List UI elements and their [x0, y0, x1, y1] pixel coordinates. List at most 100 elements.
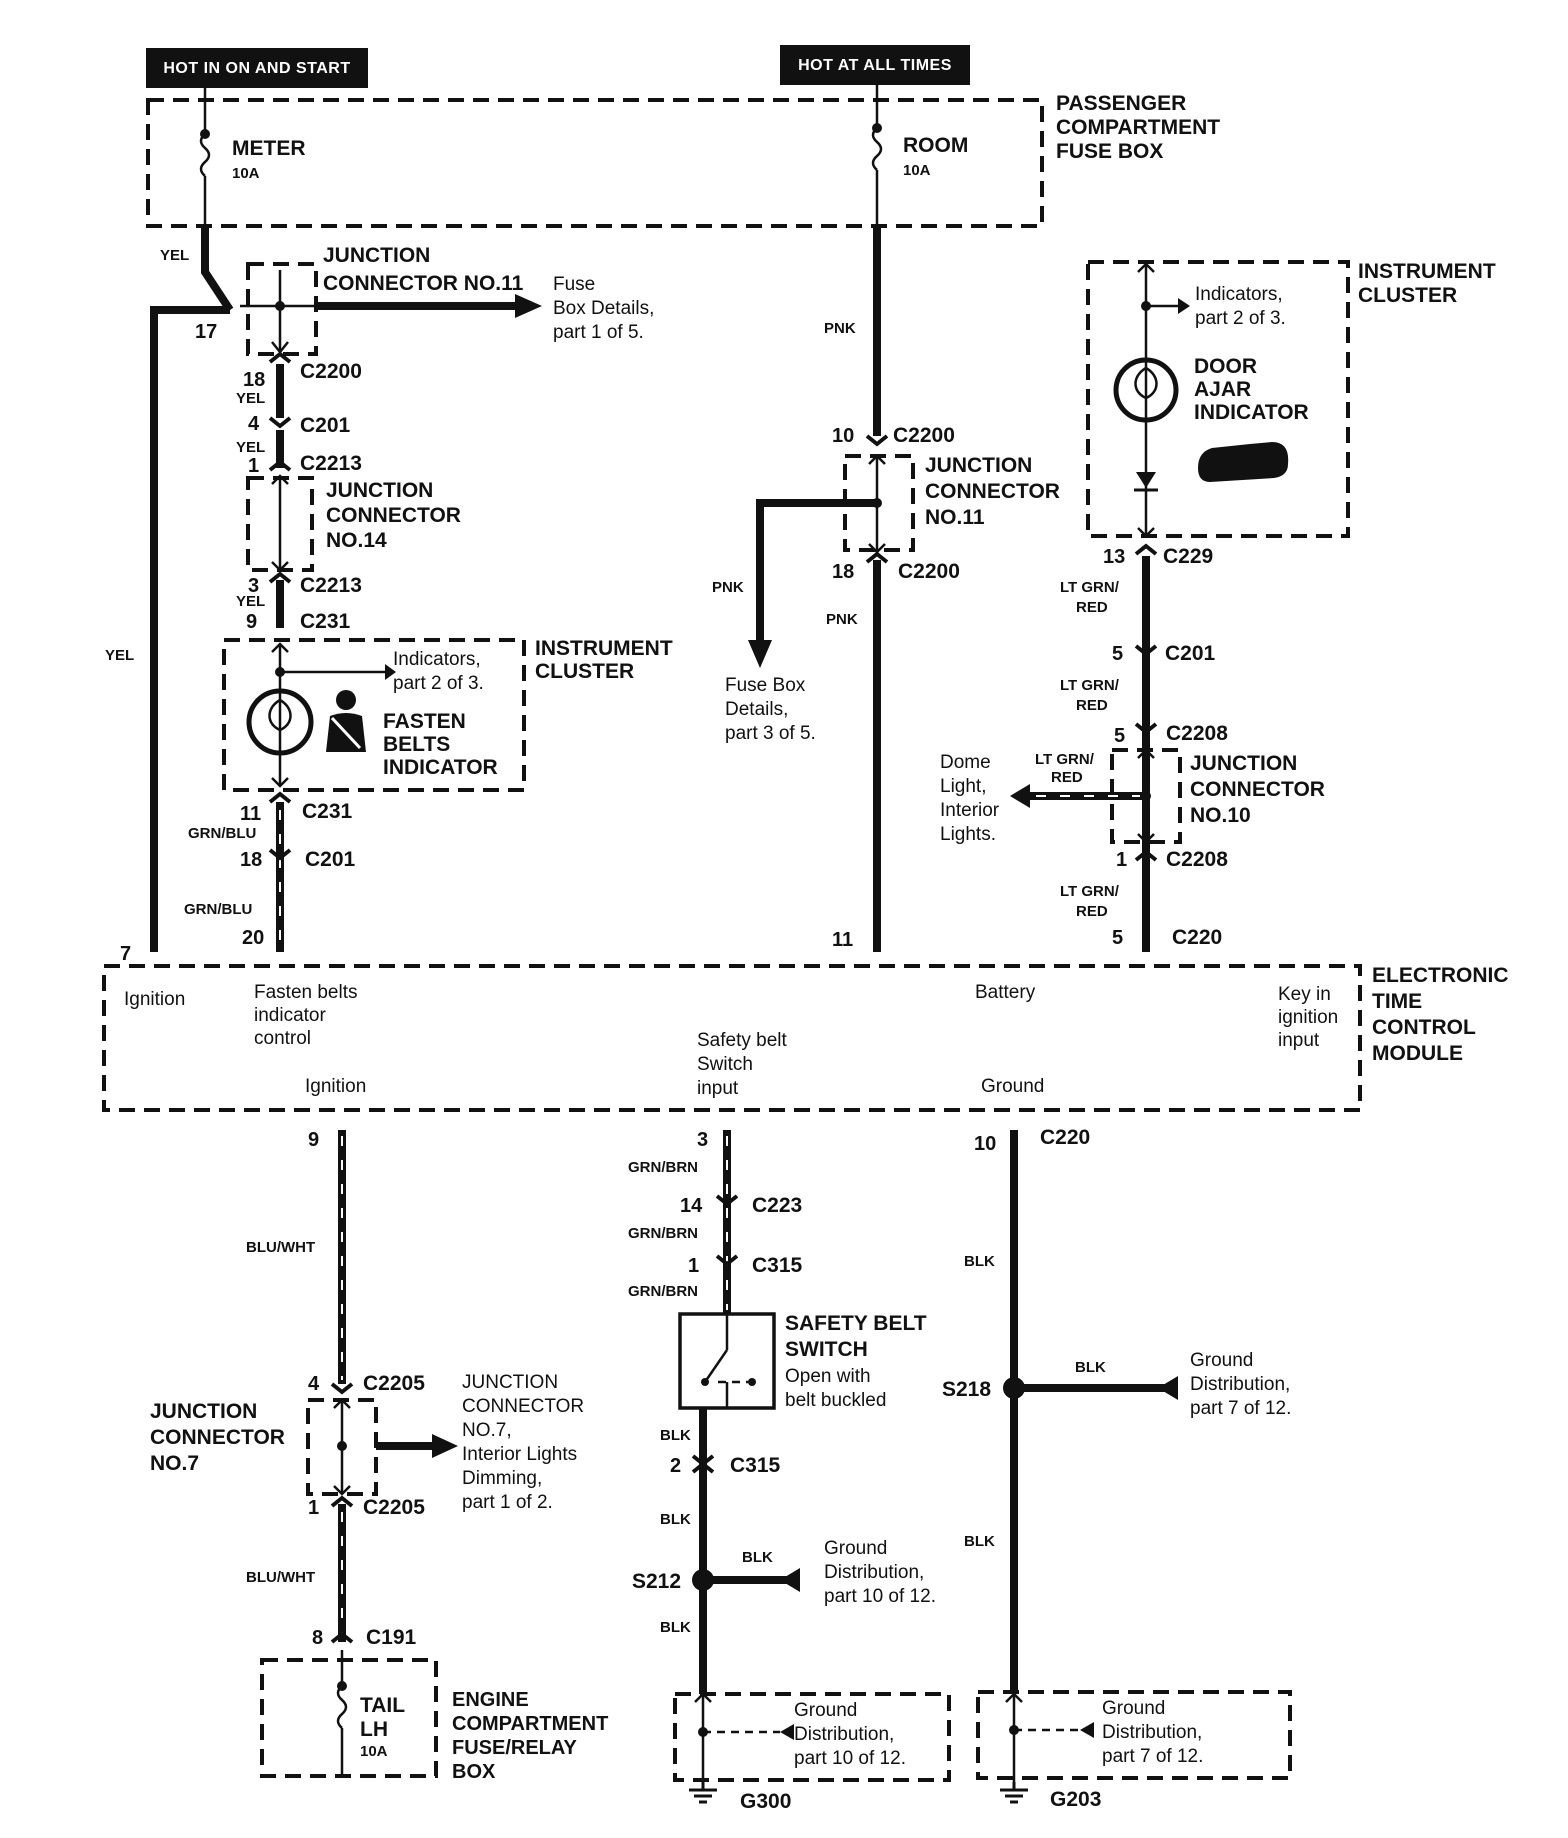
- blk-label-s218: BLK: [1075, 1359, 1106, 1376]
- blu-wht-label-1: BLU/WHT: [246, 1239, 315, 1256]
- c231-upper: C231: [300, 610, 351, 633]
- instrument-cluster-top: [1086, 260, 1350, 538]
- meter-fuse: [199, 88, 211, 226]
- ground-12-10-ref-1: Ground: [824, 1538, 887, 1559]
- fuse-box-p3-ref-3: part 3 of 5.: [725, 723, 816, 744]
- jc7-ref-3: NO.7,: [462, 1420, 512, 1441]
- jc11-right-label-1: JUNCTION: [925, 454, 1032, 477]
- pnk-wire-to-fuse-box-p3: [756, 499, 877, 640]
- pin-1-c2205: 1: [308, 1497, 319, 1519]
- fasten-belts-label-3: INDICATOR: [383, 756, 498, 779]
- c201-left-lower: C201: [305, 848, 356, 871]
- grn-blu-label-1: GRN/BLU: [188, 825, 256, 842]
- g203-ref-2: Distribution,: [1102, 1722, 1202, 1743]
- fuse-box-p1-ref-1: Fuse: [553, 274, 595, 295]
- jc7-ref-arrow-icon: [432, 1434, 458, 1458]
- safety-switch-note-1: Open with: [785, 1366, 871, 1387]
- engine-compartment-fuse-relay-box: [260, 1658, 438, 1778]
- car-door-open-icon: [1198, 442, 1289, 482]
- c2200-center-bottom: C2200: [898, 560, 960, 583]
- jc7-label-3: NO.7: [150, 1452, 199, 1475]
- module-safety-input-1: Safety belt: [697, 1030, 787, 1051]
- hot-at-all-times-header: HOT AT ALL TIMES: [780, 45, 970, 85]
- pin-20: 20: [242, 927, 264, 949]
- dome-light-ref-2: Light,: [940, 776, 986, 797]
- c191: C191: [366, 1626, 417, 1649]
- ground-12-7-ref-3: part 7 of 12.: [1190, 1398, 1291, 1419]
- fuse-box-p1-ref-3: part 1 of 5.: [553, 322, 644, 343]
- s212: S212: [632, 1570, 681, 1593]
- passenger-fuse-box-label-1: PASSENGER: [1056, 92, 1186, 115]
- engine-fuse-label-2: COMPARTMENT: [452, 1713, 608, 1735]
- room-fuse: [871, 85, 883, 226]
- pin-4-c2205: 4: [308, 1373, 320, 1395]
- dome-wire-label-2: RED: [1051, 769, 1083, 786]
- module-fasten-ctrl-2: indicator: [254, 1005, 326, 1026]
- safety-belt-switch: [678, 1312, 776, 1410]
- module-ground: Ground: [981, 1076, 1044, 1097]
- yel-wire-meter: [201, 226, 234, 313]
- blk-label-switch-1: BLK: [660, 1427, 691, 1444]
- pin-18-c2200: 18: [243, 369, 265, 391]
- red-label-1: RED: [1076, 599, 1108, 616]
- ground-7-arrow-icon: [1158, 1376, 1178, 1400]
- fuse-box-p3-ref-2: Details,: [725, 699, 788, 720]
- pin-1-c2208: 1: [1116, 849, 1127, 871]
- module-fasten-ctrl-3: control: [254, 1028, 311, 1049]
- jc7-ref-6: part 1 of 2.: [462, 1492, 553, 1513]
- grn-brn-label-2: GRN/BRN: [628, 1225, 698, 1242]
- jc7-label-2: CONNECTOR: [150, 1426, 285, 1449]
- pin-11: 11: [832, 929, 853, 951]
- c2200-left-top: C2200: [300, 360, 362, 383]
- yel-wire-label-1: YEL: [160, 247, 189, 264]
- ground-12-7-ref-1: Ground: [1190, 1350, 1253, 1371]
- passenger-fuse-box-label-2: COMPARTMENT: [1056, 116, 1220, 139]
- room-fuse-rating: 10A: [903, 162, 931, 179]
- pnk-label-1: PNK: [824, 320, 856, 337]
- module-fasten-ctrl-1: Fasten belts: [254, 982, 358, 1003]
- instrument-cluster-left: [222, 638, 526, 792]
- ground-12-10-ref-2: Distribution,: [824, 1562, 924, 1583]
- indicators-top-ref-2: part 2 of 3.: [1195, 308, 1286, 329]
- pin-3-bottom: 3: [697, 1129, 708, 1151]
- ic-left-label-2: CLUSTER: [535, 660, 634, 683]
- diode-icon: [1136, 472, 1156, 488]
- lt-grn-label-2: LT GRN/: [1060, 677, 1120, 694]
- pin-3-c2213: 3: [248, 575, 259, 597]
- pin-7: 7: [120, 943, 131, 965]
- pin-2-c315: 2: [670, 1455, 681, 1477]
- jc11-left-label-1: JUNCTION: [323, 244, 430, 267]
- indicators-top-ref-1: Indicators,: [1195, 284, 1283, 305]
- grn-brn-label-1: GRN/BRN: [628, 1159, 698, 1176]
- c315-bottom: C315: [730, 1454, 781, 1477]
- fasten-belts-label-2: BELTS: [383, 733, 450, 756]
- fasten-belts-label-1: FASTEN: [383, 710, 466, 733]
- c315-top: C315: [752, 1254, 803, 1277]
- etc-label-4: MODULE: [1372, 1042, 1463, 1065]
- ground-10-arrow-icon: [780, 1568, 800, 1592]
- jc7-ref-5: Dimming,: [462, 1468, 542, 1489]
- module-key-in-3: input: [1278, 1030, 1320, 1051]
- jc7-ref-2: CONNECTOR: [462, 1396, 584, 1417]
- ic-left-label-1: INSTRUMENT: [535, 637, 673, 660]
- module-key-in-2: ignition: [1278, 1007, 1338, 1028]
- g300-ref-1: Ground: [794, 1700, 857, 1721]
- pin-14-c223: 14: [680, 1195, 703, 1217]
- hot-in-on-and-start-header: HOT IN ON AND START: [146, 48, 368, 88]
- engine-fuse-label-4: BOX: [452, 1761, 496, 1783]
- g300-ground-icon: [689, 1782, 717, 1804]
- c2208-bottom: C2208: [1166, 848, 1228, 871]
- c201-right: C201: [1165, 642, 1216, 665]
- pin-5-c220: 5: [1112, 927, 1123, 949]
- ic-top-label-2: CLUSTER: [1358, 284, 1457, 307]
- yel-wire-label-4: YEL: [236, 439, 265, 456]
- g300-ground-box: [673, 1692, 951, 1782]
- svg-text:HOT IN ON AND START: HOT IN ON AND START: [163, 60, 350, 77]
- dome-light-ref-1: Dome: [940, 752, 991, 773]
- blk-label-switch-3: BLK: [660, 1619, 691, 1636]
- pnk-label-3: PNK: [826, 611, 858, 628]
- blu-wht-label-2: BLU/WHT: [246, 1569, 315, 1586]
- jc11-right-label-2: CONNECTOR: [925, 480, 1060, 503]
- pin-9-bottom: 9: [308, 1129, 319, 1151]
- module-safety-input-3: input: [697, 1078, 739, 1099]
